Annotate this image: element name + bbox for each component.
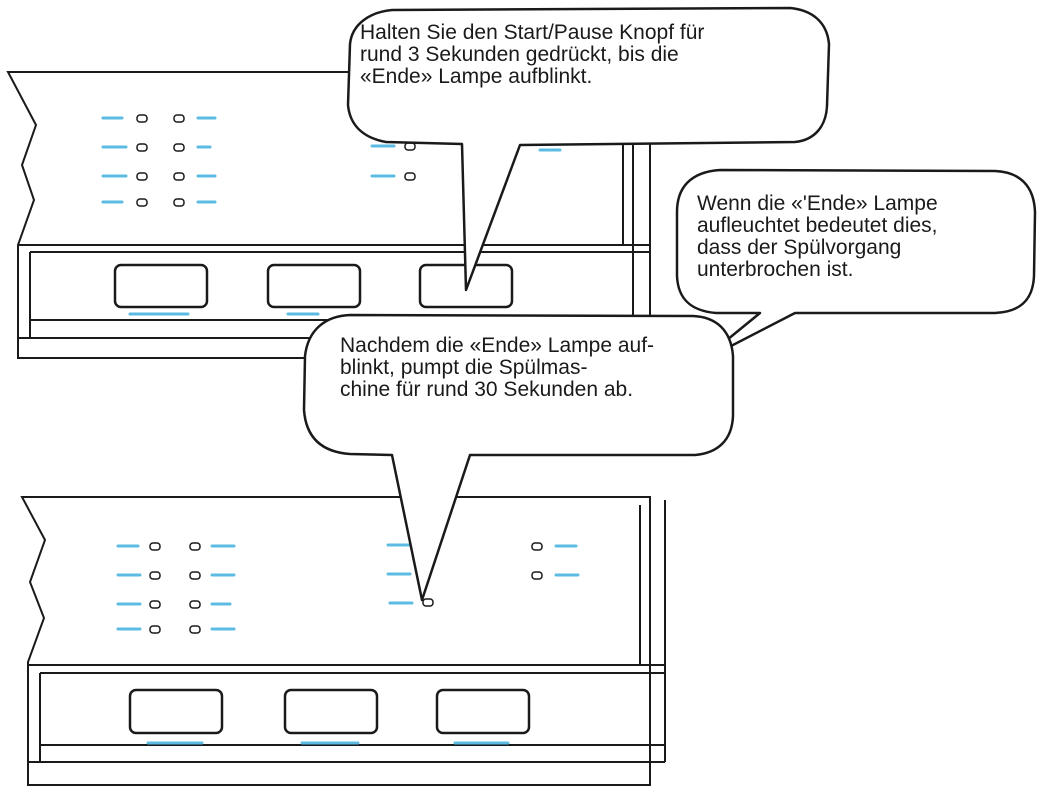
lamp-icon [149,600,161,609]
callout-text-hold-start-pause: Halten Sie den Start/Pause Knopf für run… [360,21,705,88]
lamp-icon [149,571,161,580]
bottom-program-button-2[interactable] [283,688,379,735]
bottom-program-button-1[interactable] [128,688,224,735]
lamp-icon [136,114,148,123]
bottom-indicator-labels [116,543,580,745]
end-lamp-icon [404,172,416,181]
lamp-icon [404,142,416,151]
end-lamp-icon [422,598,434,607]
lamp-icon [531,542,543,551]
top-program-button-1[interactable] [113,263,209,309]
top-indicator-lamps [136,114,416,207]
lamp-icon [189,625,201,634]
top-indicator-labels [101,116,562,316]
bottom-panel-outline [20,496,651,786]
lamp-icon [136,198,148,207]
callout-text-pump-out: Nachdem die «Ende» Lampe auf- blinkt, pu… [340,334,655,401]
callout-bubble-end-lamp-meaning [675,168,1037,364]
lamp-icon [149,542,161,551]
bottom-start-pause-button[interactable] [435,688,531,735]
lamp-icon [189,600,201,609]
bottom-control-panel [20,496,666,786]
lamp-icon [173,172,185,181]
callout-text-end-lamp-meaning: Wenn die «'Ende» Lampe aufleuchtet bedeu… [697,192,938,281]
lamp-icon [173,198,185,207]
lamp-icon [136,143,148,152]
lamp-icon [149,625,161,634]
top-program-button-2[interactable] [266,263,362,309]
lamp-icon [531,571,543,580]
lamp-icon [189,542,201,551]
callout-bubble-pump-out [302,313,735,602]
lamp-icon [173,114,185,123]
lamp-icon [173,143,185,152]
lamp-icon [189,571,201,580]
lamp-icon [136,172,148,181]
callout-bubble-hold-start-pause [346,6,831,292]
bottom-indicator-lamps [149,542,543,634]
